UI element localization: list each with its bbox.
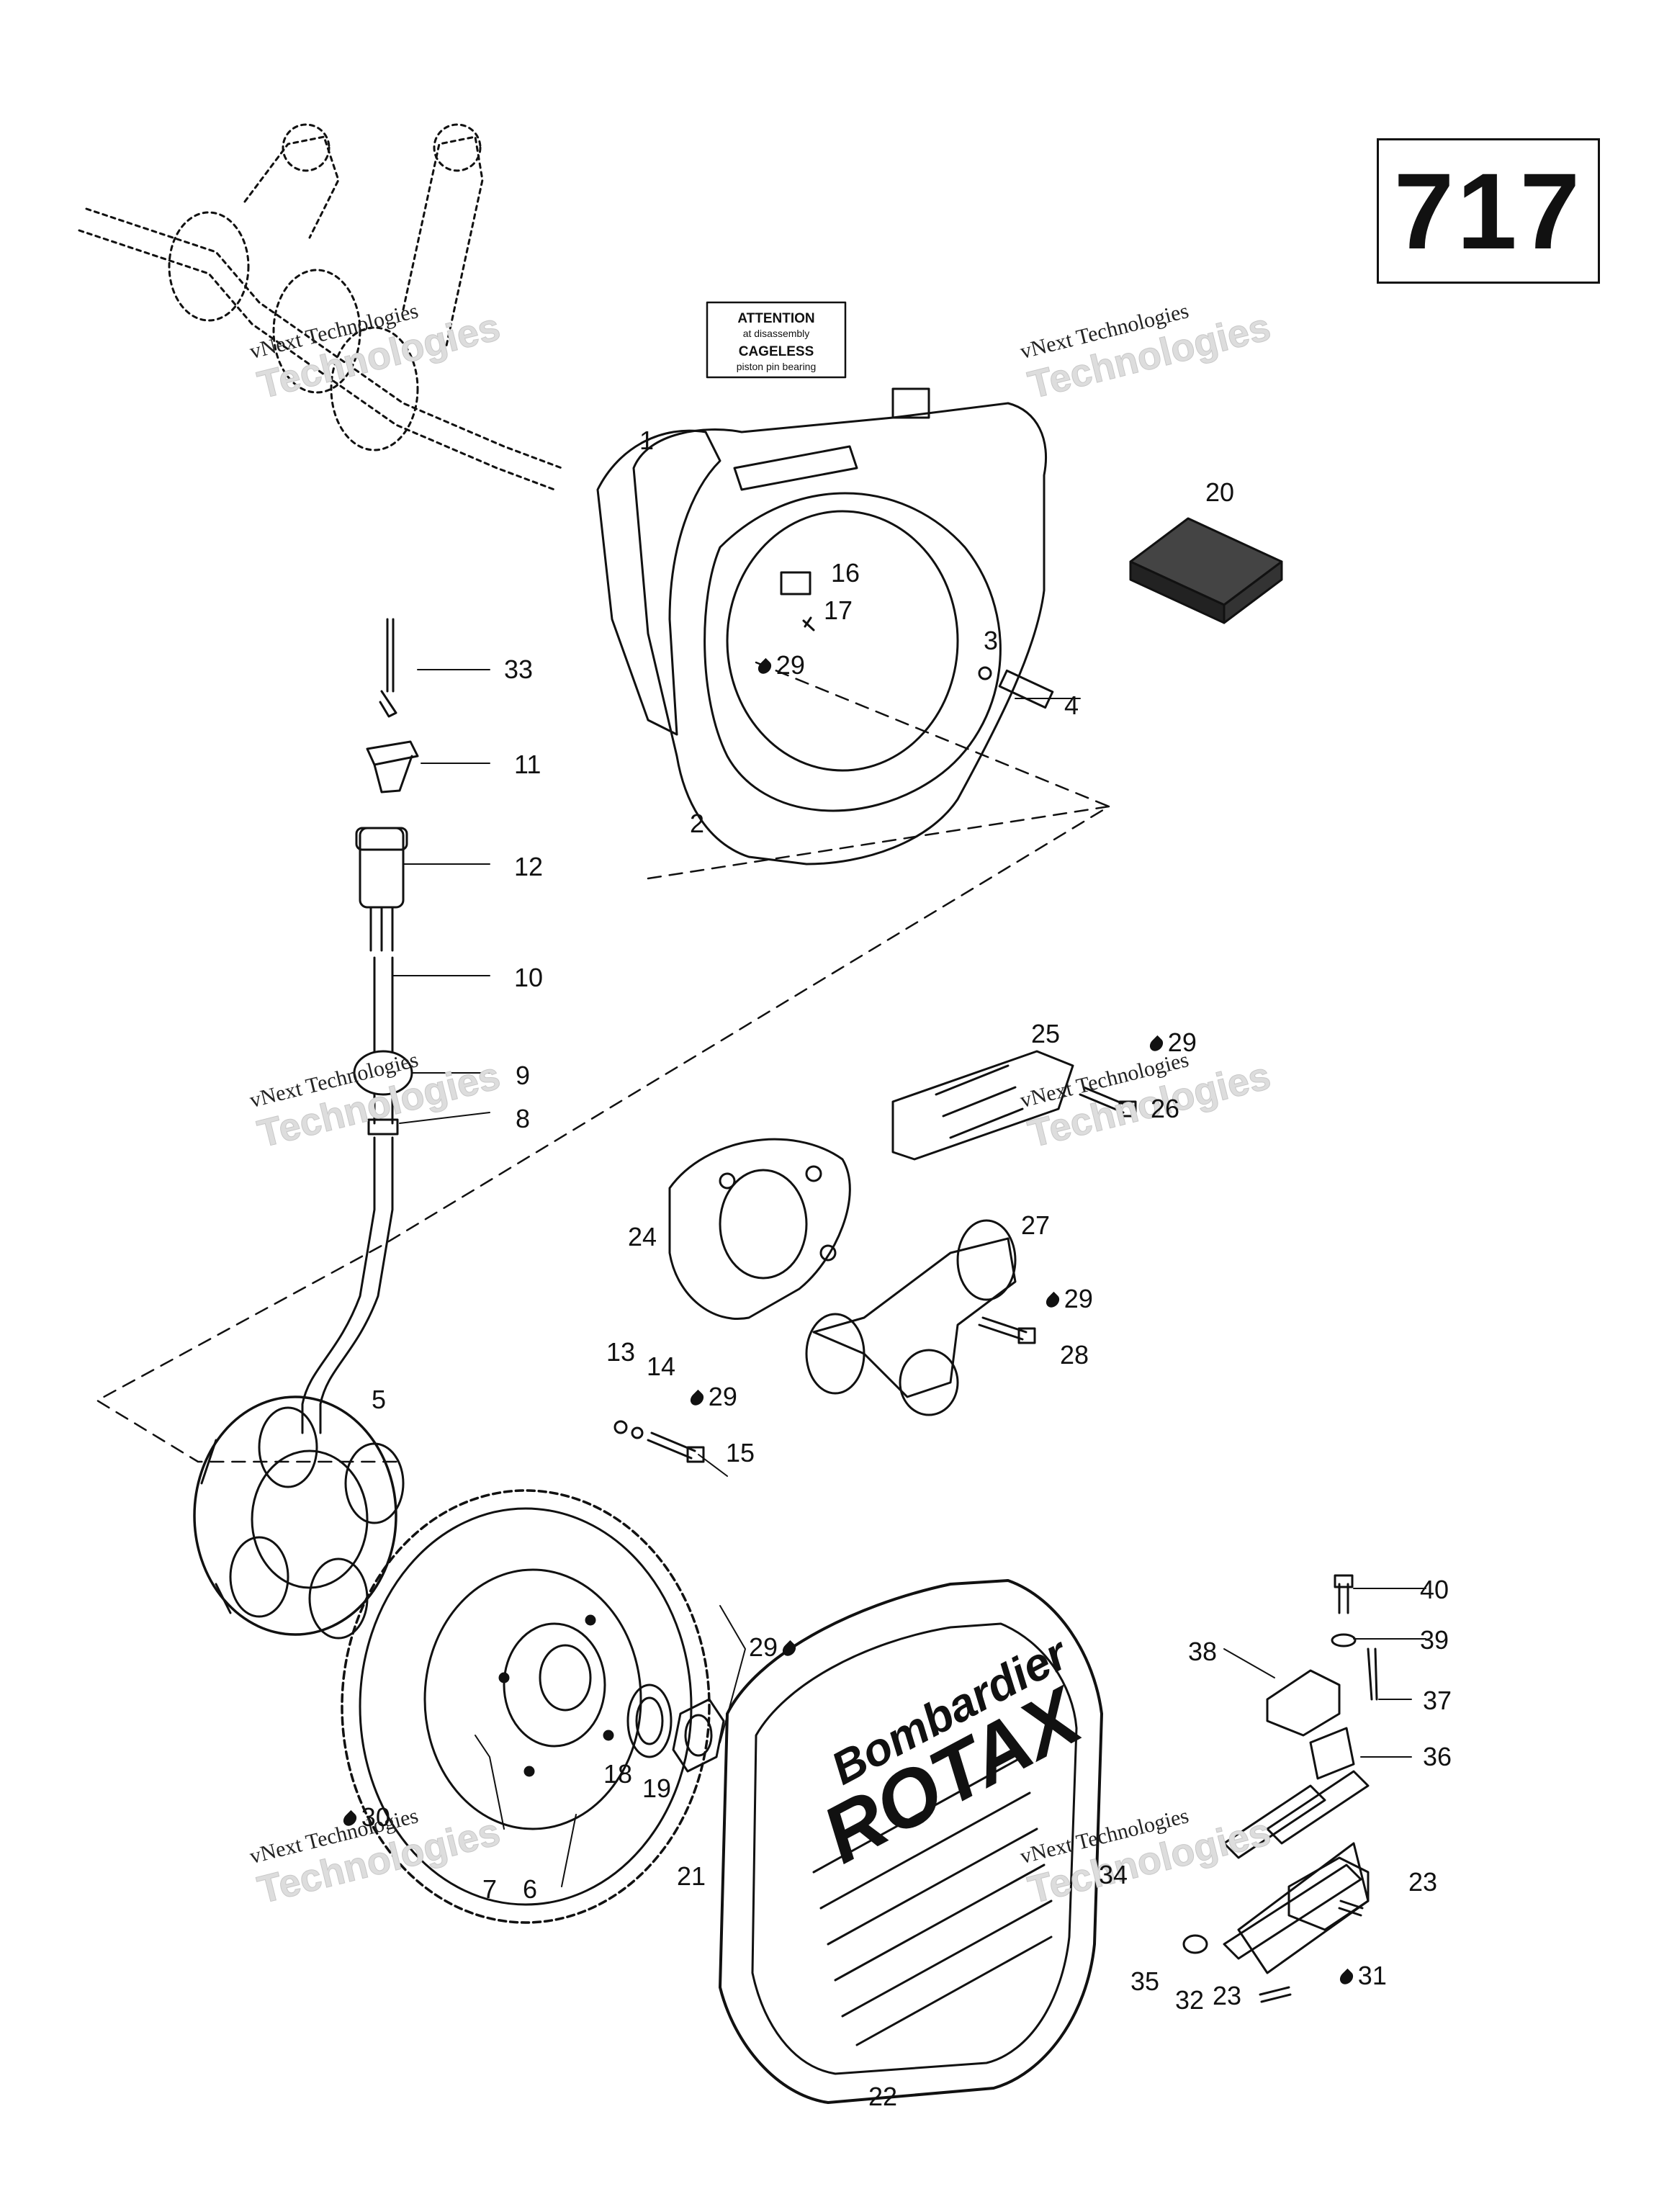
crankcase-housing xyxy=(596,387,1054,866)
callout-38: 38 xyxy=(1188,1637,1218,1666)
warning-label-line4: piston pin bearing xyxy=(737,361,817,372)
callout-7: 7 xyxy=(482,1874,498,1904)
callout-19: 19 xyxy=(642,1773,672,1803)
callout-35: 35 xyxy=(1130,1966,1160,1996)
callout-8: 8 xyxy=(516,1104,531,1133)
callout-32: 32 xyxy=(1175,1985,1205,2015)
leader-lines xyxy=(392,669,1426,1887)
oil-drop-icon xyxy=(1043,1291,1062,1310)
callout-31: 31 xyxy=(1337,1963,1387,1989)
bracket-parts xyxy=(1182,1574,1378,2003)
callout-1: 1 xyxy=(639,426,655,455)
callout-14: 14 xyxy=(647,1352,676,1381)
bolt-15 xyxy=(613,1420,705,1463)
pad-part xyxy=(1129,517,1283,624)
callout-29-a: 29 xyxy=(755,652,805,678)
callout-26: 26 xyxy=(1151,1094,1180,1123)
washer-nut xyxy=(626,1683,725,1773)
callout-4: 4 xyxy=(1064,691,1079,720)
page-number-box: 717 xyxy=(1377,138,1600,284)
callout-34: 34 xyxy=(1099,1860,1128,1889)
callout-27: 27 xyxy=(1021,1210,1051,1240)
oil-drop-icon xyxy=(780,1640,799,1659)
callout-23-a: 23 xyxy=(1408,1867,1438,1897)
callout-29-e: 29 xyxy=(749,1635,801,1660)
callout-22: 22 xyxy=(868,2082,898,2111)
oil-drop-icon xyxy=(755,657,774,677)
yoke-27 xyxy=(805,1219,1036,1416)
page-number: 717 xyxy=(1393,150,1583,271)
oil-drop-icon xyxy=(688,1389,706,1408)
callout-23-b: 23 xyxy=(1213,1981,1242,2010)
callout-20: 20 xyxy=(1205,477,1235,507)
callout-29-d: 29 xyxy=(688,1384,737,1410)
oil-drop-icon xyxy=(341,1809,359,1829)
callout-40: 40 xyxy=(1420,1575,1449,1604)
callout-11: 11 xyxy=(514,750,541,779)
callout-6: 6 xyxy=(523,1874,538,1904)
callout-3: 3 xyxy=(984,626,999,655)
callout-36: 36 xyxy=(1423,1742,1452,1771)
crankshaft xyxy=(78,123,563,491)
warning-label-line2: at disassembly xyxy=(743,328,810,339)
callout-18: 18 xyxy=(603,1759,633,1789)
warning-label: ATTENTION at disassembly CAGELESS piston… xyxy=(706,301,847,379)
callout-15: 15 xyxy=(726,1438,755,1467)
assembly-line xyxy=(96,661,1110,1463)
callout-30: 30 xyxy=(341,1804,390,1830)
callout-24: 24 xyxy=(628,1222,657,1251)
oil-drop-icon xyxy=(1147,1035,1166,1054)
callout-33: 33 xyxy=(504,655,534,684)
callout-10: 10 xyxy=(514,963,544,992)
callout-25: 25 xyxy=(1031,1019,1061,1048)
callout-17: 17 xyxy=(824,595,853,625)
callout-16: 16 xyxy=(831,558,860,588)
callout-37: 37 xyxy=(1423,1686,1452,1715)
plate-24 xyxy=(668,1138,851,1320)
callout-5: 5 xyxy=(372,1385,387,1414)
callout-12: 12 xyxy=(514,852,544,881)
callout-2: 2 xyxy=(690,809,705,838)
callout-39: 39 xyxy=(1420,1625,1449,1655)
sensor-stack xyxy=(301,618,419,1434)
stator xyxy=(193,1395,405,1640)
flywheel xyxy=(341,1489,711,1924)
callout-29-b: 29 xyxy=(1147,1030,1197,1056)
oil-drop-icon xyxy=(1337,1968,1356,1987)
callout-29-c: 29 xyxy=(1043,1286,1093,1312)
warning-label-line3: CAGELESS xyxy=(739,344,814,359)
callout-28: 28 xyxy=(1060,1340,1089,1370)
callout-13: 13 xyxy=(606,1337,636,1367)
warning-label-line1: ATTENTION xyxy=(737,311,814,326)
callout-9: 9 xyxy=(516,1061,531,1090)
coil-25 xyxy=(891,1050,1137,1161)
callout-21: 21 xyxy=(677,1861,706,1891)
